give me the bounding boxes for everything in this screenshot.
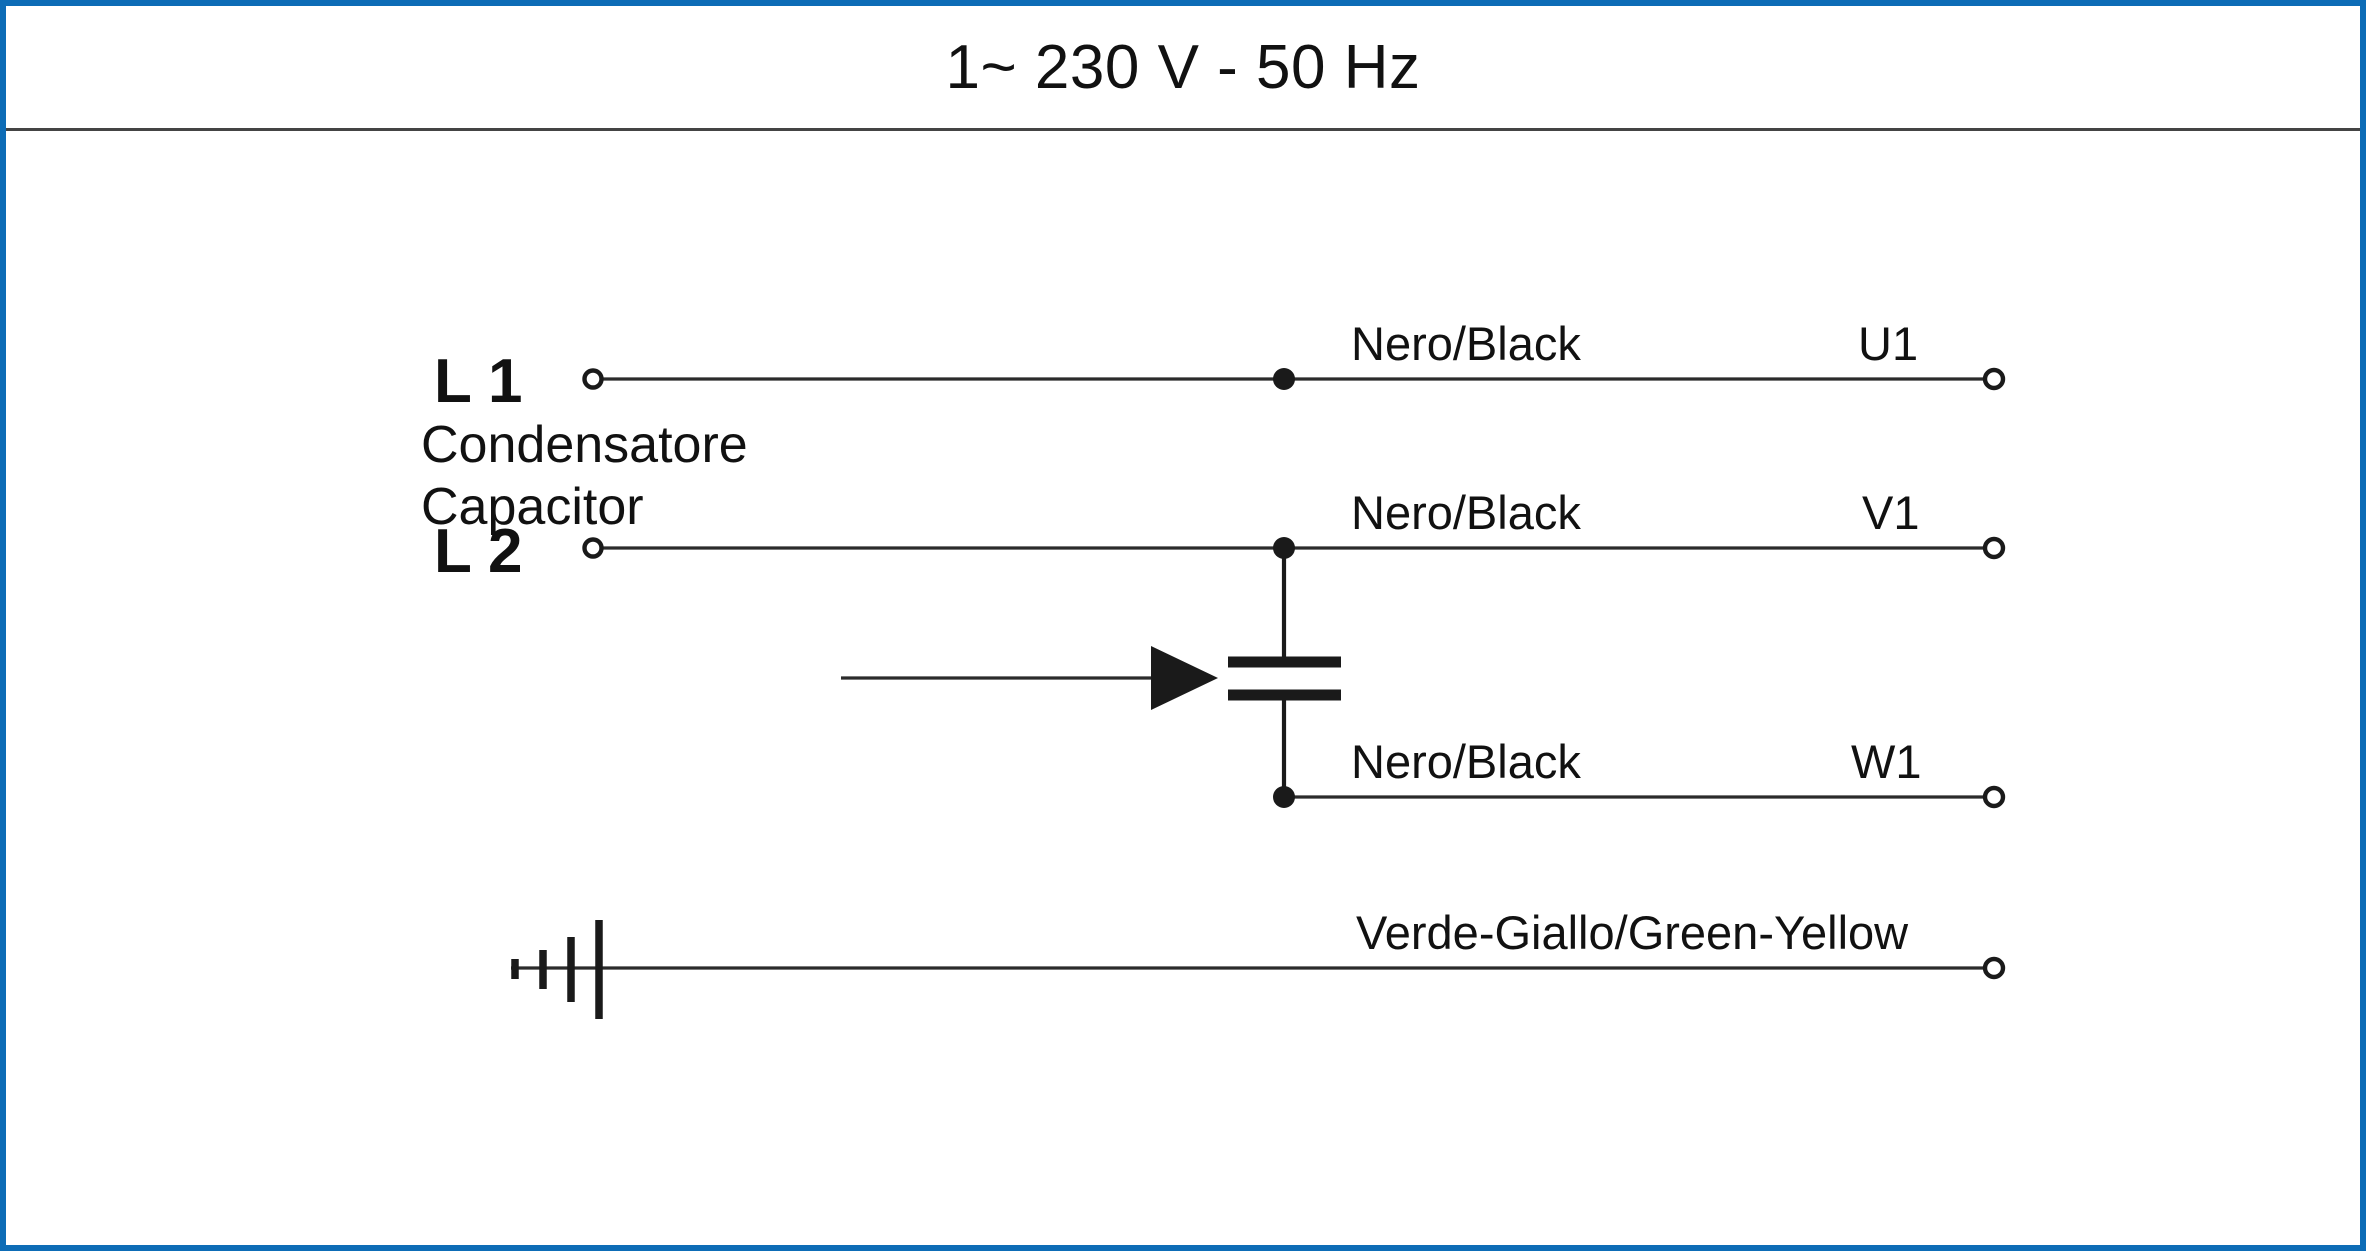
capacitor-symbol: [1228, 548, 1341, 797]
wire-color-label-pe: Verde-Giallo/Green-Yellow: [1356, 906, 1909, 959]
wire-color-label-v1: Nero/Black: [1351, 486, 1581, 539]
terminal-label-w1: W1: [1851, 735, 1922, 788]
terminal-label-v1: V1: [1862, 486, 1920, 539]
capacitor-arrow-head: [1151, 646, 1218, 710]
terminal-label-u1: U1: [1858, 317, 1918, 370]
phase-label-l1: L 1: [434, 347, 522, 416]
wire-row-w1: Nero/Black W1: [1273, 735, 2006, 809]
capacitor-callout: Condensatore Capacitor: [421, 416, 1218, 710]
capacitor-label-line2: Capacitor: [421, 478, 644, 536]
wiring-diagram: Nero/Black U1 L 1 Nero/Black V1 L 2: [6, 132, 2360, 1245]
capacitor-label-line1: Condensatore: [421, 416, 748, 474]
page-title: 1~ 230 V - 50 Hz: [945, 32, 1421, 102]
page-header: 1~ 230 V - 50 Hz: [6, 6, 2360, 128]
junction-dot-w1: [1273, 786, 1295, 808]
wire-color-label-w1: Nero/Black: [1351, 735, 1581, 788]
ground-symbol: [511, 920, 603, 1019]
terminal-pe-right[interactable]: [1982, 956, 2006, 980]
wire-row-u1: Nero/Black U1: [582, 317, 2006, 391]
terminal-w1-right[interactable]: [1982, 785, 2006, 809]
phase-label-l2: L 2: [434, 517, 522, 586]
wire-row-pe: Verde-Giallo/Green-Yellow: [511, 906, 2006, 980]
terminal-l2-left[interactable]: [582, 537, 604, 559]
terminal-l1-left[interactable]: [582, 368, 604, 390]
junction-dot-u1: [1273, 368, 1295, 390]
terminal-u1-right[interactable]: [1982, 367, 2006, 391]
wire-color-label-u1: Nero/Black: [1351, 317, 1581, 370]
header-divider: [6, 128, 2360, 131]
terminal-v1-right[interactable]: [1982, 536, 2006, 560]
wire-row-v1: Nero/Black V1: [582, 486, 2006, 560]
